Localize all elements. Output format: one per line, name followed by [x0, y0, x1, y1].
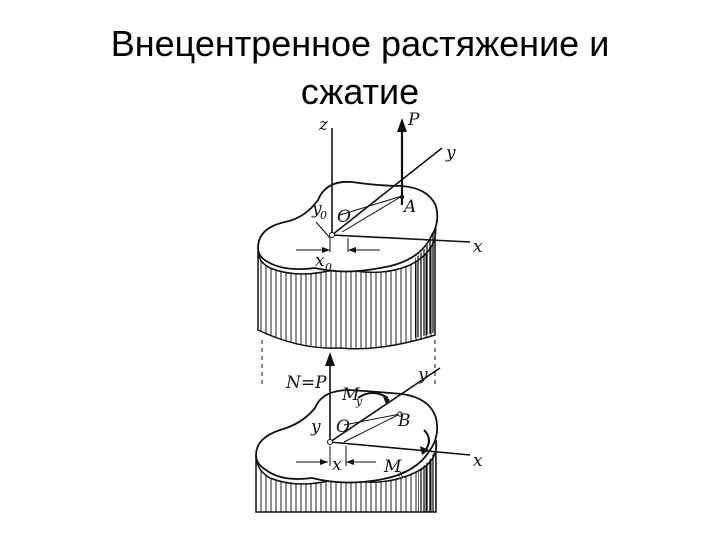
label-x0-sub: 0: [325, 261, 332, 274]
label-z: z: [318, 115, 329, 135]
slide-title-line-1: Внецентренное растяжение и: [110, 23, 610, 64]
label-a: A: [402, 197, 416, 217]
label-y-top: y: [445, 143, 456, 163]
top-axes: [296, 118, 471, 253]
label-y-small: y: [310, 417, 321, 437]
x-axis-bottom: [329, 441, 471, 456]
label-n-eq-p: N=P: [285, 373, 327, 393]
slide-title-line-2: сжатие: [300, 71, 420, 112]
label-y-bottom: y: [417, 365, 428, 385]
label-x0: x: [315, 251, 325, 271]
bottom-cross-section: [255, 389, 439, 484]
label-o-bottom: O: [336, 417, 350, 437]
top-cross-section: [257, 180, 439, 273]
label-x-top: x: [473, 237, 483, 257]
label-y0-sub: 0: [320, 209, 327, 222]
label-y0: y: [311, 199, 322, 219]
bottom-bar-segment: [255, 389, 439, 513]
bottom-axes: [296, 352, 471, 466]
label-my-sub: y: [355, 395, 363, 408]
label-mx: M: [383, 457, 402, 477]
y-axis-bottom: [329, 367, 441, 443]
x-axis-top: [331, 234, 471, 243]
label-o-top: O: [337, 207, 351, 227]
label-my: M: [341, 385, 360, 405]
y-axis-top: [331, 147, 443, 236]
label-b: B: [397, 411, 411, 431]
label-p: P: [407, 110, 420, 130]
label-x-bottom: x: [473, 451, 483, 471]
label-x-small: x: [332, 455, 342, 475]
label-mx-sub: x: [398, 467, 405, 480]
top-bar-segment: [257, 180, 439, 350]
